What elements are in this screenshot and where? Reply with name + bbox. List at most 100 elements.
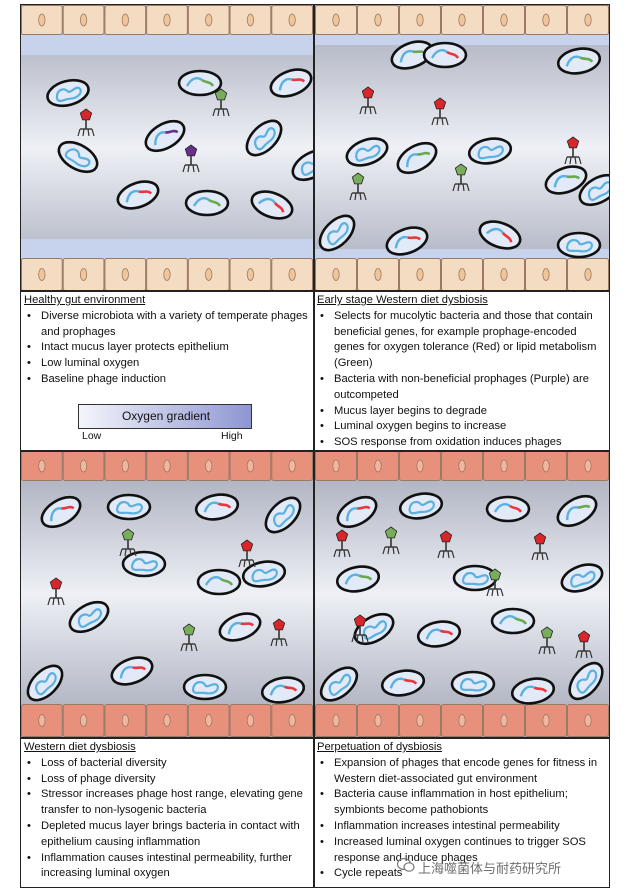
bacterium <box>478 220 522 250</box>
epithelial-cell <box>104 704 147 737</box>
epithelial-cell <box>187 704 230 737</box>
epithelial-cell <box>357 258 399 291</box>
watermark-text: 上海噬菌体与耐药研究所 <box>418 861 562 876</box>
mucus-layer <box>21 35 313 55</box>
mucus-layer <box>21 239 313 259</box>
bacterium <box>269 68 313 98</box>
bacterium <box>396 141 438 175</box>
epithelial-cell <box>567 704 609 737</box>
legend-high-label: High <box>221 430 243 442</box>
phage <box>238 539 256 568</box>
phage <box>437 530 455 559</box>
phage <box>564 136 582 165</box>
caption-bullet: Inflammation causes intestinal permeabil… <box>24 851 312 883</box>
phage <box>575 630 593 659</box>
epithelial-cell <box>441 5 483 35</box>
phage <box>351 614 369 643</box>
caption-bullet: Intact mucus layer protects epithelium <box>24 340 312 356</box>
bacterium <box>57 140 99 174</box>
epithelial-cell <box>62 258 105 291</box>
bacterium <box>46 78 90 108</box>
epithelial-cell <box>187 451 230 481</box>
caption-bullet: Mucus layer begins to degrade <box>317 404 607 420</box>
epithelial-cell <box>441 258 483 291</box>
caption-bullet: Bacteria cause inflammation in host epit… <box>317 787 607 819</box>
epithelial-cell <box>229 451 272 481</box>
epithelial-cell <box>315 451 357 481</box>
bacterium <box>260 676 306 704</box>
epithelial-cell <box>271 451 313 481</box>
caption-bullet: Low luminal oxygen <box>24 356 312 372</box>
bacterium <box>218 612 262 642</box>
phage <box>452 163 470 192</box>
caption-title: Western diet dysbiosis <box>24 741 136 753</box>
wechat-icon <box>397 857 415 872</box>
phage <box>486 568 504 597</box>
caption-bullet: Cycle repeats <box>317 866 607 882</box>
epithelial-cell <box>357 704 399 737</box>
bacterium <box>556 47 602 75</box>
bacterium <box>544 165 588 195</box>
bacterium <box>68 600 110 634</box>
bacterium <box>345 137 389 167</box>
caption-title: Early stage Western diet dysbiosis <box>317 294 488 306</box>
epithelial-cell <box>62 704 105 737</box>
bacterium <box>241 560 287 588</box>
bacterium <box>291 148 313 182</box>
caption-western: Western diet dysbiosis Loss of bacterial… <box>24 740 312 882</box>
phage <box>382 526 400 555</box>
epithelial-cell <box>525 704 567 737</box>
healthy-gut-scene <box>21 5 313 291</box>
phage <box>182 144 200 173</box>
panel-divider-vertical <box>313 4 315 888</box>
caption-title: Perpetuation of dysbiosis <box>317 741 443 753</box>
perpetuation-scene <box>315 451 609 737</box>
caption-bullet: Stressor increases phage host range, ele… <box>24 787 312 819</box>
bacterium <box>194 493 240 521</box>
bacterium <box>416 620 462 648</box>
bacterium <box>556 494 598 528</box>
epithelial-cell <box>271 258 313 291</box>
phage <box>77 108 95 137</box>
bacterium <box>490 607 536 635</box>
epithelial-cell <box>229 258 272 291</box>
phage <box>180 623 198 652</box>
bacterium <box>182 673 228 701</box>
epithelial-cell <box>21 451 63 481</box>
bacterium <box>422 41 468 69</box>
phage <box>270 618 288 647</box>
bacterium <box>335 565 381 593</box>
caption-bullet: Depleted mucus layer brings bacteria in … <box>24 819 312 851</box>
oxygen-gradient-legend: Oxygen gradient <box>78 404 252 429</box>
bacterium <box>177 69 223 97</box>
phage <box>359 86 377 115</box>
epithelial-cell <box>357 451 399 481</box>
phage <box>212 88 230 117</box>
epithelial-cell <box>146 5 188 35</box>
caption-bullet: Loss of bacterial diversity <box>24 756 312 772</box>
divider-middle <box>20 450 610 452</box>
bacterium <box>184 189 230 217</box>
bacterium <box>467 137 513 165</box>
epithelial-cell <box>315 5 357 35</box>
phage <box>431 97 449 126</box>
bacterium <box>319 666 359 702</box>
epithelial-cell <box>399 5 441 35</box>
caption-bullet: Loss of phage diversity <box>24 772 312 788</box>
bacterium <box>578 173 609 207</box>
bacterium <box>144 119 186 153</box>
bacterium <box>26 664 64 702</box>
epithelial-cell <box>62 5 105 35</box>
caption-early: Early stage Western diet dysbiosis Selec… <box>317 293 607 451</box>
caption-perpetuation: Perpetuation of dysbiosis Expansion of p… <box>317 740 607 882</box>
epithelial-cell <box>271 5 313 35</box>
epithelial-cell <box>21 5 63 35</box>
bacterium <box>121 550 167 578</box>
epithelial-cell <box>441 704 483 737</box>
epithelial-cell <box>104 5 147 35</box>
epithelial-cell <box>525 258 567 291</box>
caption-bullet: Inflammation increases intestinal permea… <box>317 819 607 835</box>
epithelial-cell <box>357 5 399 35</box>
early-dysbiosis-scene <box>315 5 609 291</box>
epithelial-cell <box>146 451 188 481</box>
